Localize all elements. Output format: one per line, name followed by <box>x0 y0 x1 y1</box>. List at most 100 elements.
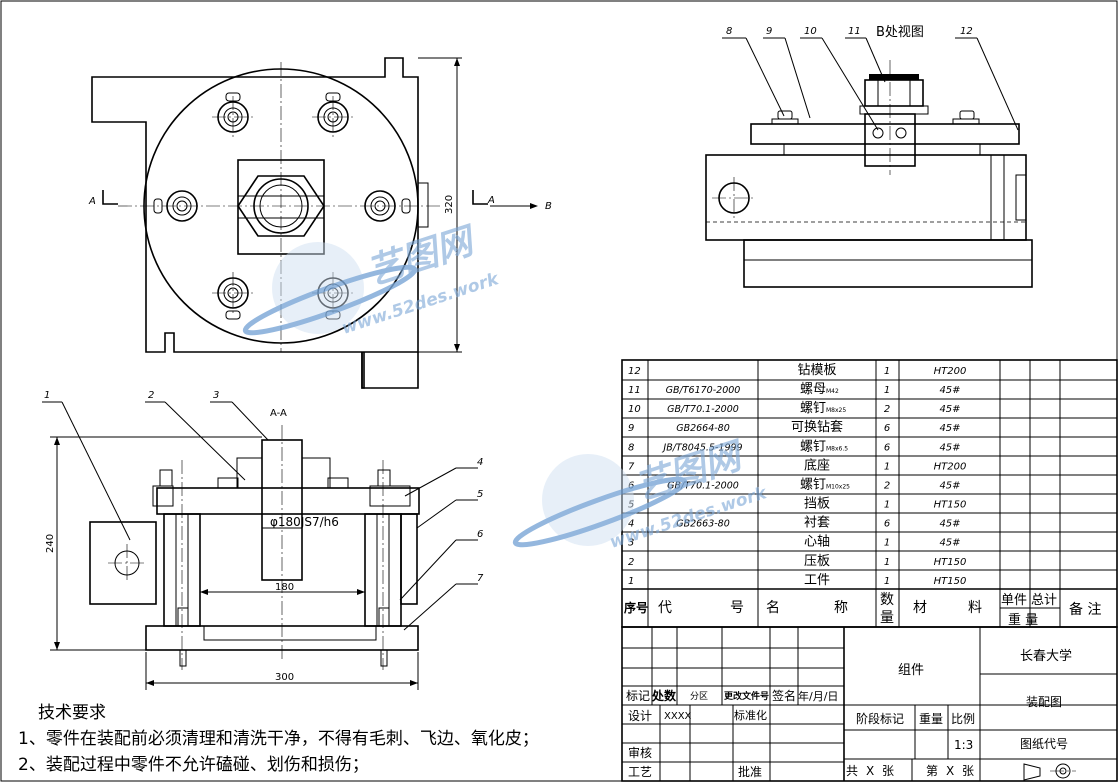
watermark-1: 艺图网 www.52des.work <box>242 220 503 339</box>
b-view-leaders <box>722 37 1019 131</box>
part-no: 3 <box>628 538 634 549</box>
section-leaders <box>42 401 478 631</box>
part-name: 衬套 <box>804 515 830 531</box>
tb-drawing-code: 图纸代号 <box>1020 737 1068 751</box>
hdr-code-a: 代 <box>658 600 672 616</box>
tb-fenqu: 分区 <box>690 691 708 702</box>
part-no: 10 <box>628 404 641 415</box>
part-qty: 1 <box>884 557 890 568</box>
hdr-unit-b: 总计 <box>1031 593 1057 608</box>
balloon-9: 9 <box>766 26 772 37</box>
part-qty: 2 <box>884 480 890 491</box>
part-qty: 1 <box>884 461 890 472</box>
top-view <box>91 57 538 389</box>
part-material: HT150 <box>934 500 967 511</box>
part-name: 心轴 <box>804 535 830 550</box>
notes-item-2: 2、装配过程中零件不允许磕碰、划伤和损伤； <box>18 755 369 775</box>
hdr-code-b: 号 <box>730 600 744 616</box>
view-mark-b: B <box>545 201 552 212</box>
b-view <box>705 60 1033 288</box>
tb-assembly: 组件 <box>898 663 924 678</box>
tb-zhang2: 张 <box>962 764 974 778</box>
tb-qianming: 签名 <box>772 688 796 703</box>
section-mark-left: A <box>88 196 96 207</box>
part-material: 45# <box>939 385 960 396</box>
part-no: 8 <box>628 442 634 453</box>
tb-gengai: 更改文件号 <box>724 690 769 702</box>
part-code: GB/T6170-2000 <box>666 385 741 396</box>
b-view-title: B处视图 <box>876 25 924 40</box>
bolt-hole-right <box>364 190 411 222</box>
tb-x1: X <box>866 764 874 778</box>
watermark-url-1: www.52des.work <box>339 269 502 339</box>
balloon-7: 7 <box>477 573 484 584</box>
section-mark-right: A <box>487 195 495 206</box>
bolt-hole-top-left <box>212 92 254 138</box>
tb-gongyi: 工艺 <box>628 765 652 779</box>
part-code: JB/T8045.5-1999 <box>661 442 742 453</box>
notes-title: 技术要求 <box>38 703 106 723</box>
part-qty: 1 <box>884 366 890 377</box>
tb-chushu: 处数 <box>651 688 677 703</box>
balloon-3: 3 <box>213 390 219 401</box>
part-name: 螺钉 <box>800 477 826 492</box>
tb-zhongliang: 重量 <box>919 712 943 726</box>
tb-bili: 比例 <box>951 712 975 726</box>
part-name: 螺钉 <box>800 401 826 416</box>
tb-shenhe: 审核 <box>628 745 652 760</box>
part-material: 45# <box>939 423 960 434</box>
part-name: 螺母 <box>800 382 826 397</box>
balloon-11: 11 <box>848 26 861 37</box>
part-no: 4 <box>628 519 634 530</box>
tb-x2: X <box>946 764 954 778</box>
balloon-12: 12 <box>960 26 973 37</box>
hdr-mat-b: 料 <box>968 600 982 616</box>
part-qty: 1 <box>884 385 890 396</box>
part-no: 11 <box>628 385 641 396</box>
part-name-sub: M10x25 <box>826 483 850 490</box>
hdr-no: 序号 <box>624 600 648 615</box>
dim-width-300: 300 <box>275 672 294 683</box>
bolt-hole-top-right <box>312 92 354 138</box>
balloon-6: 6 <box>477 529 483 540</box>
dim-inner-180: 180 <box>275 582 294 593</box>
part-name-sub: M8x6.5 <box>826 445 848 452</box>
dim-height-240: 240 <box>45 534 56 553</box>
part-material: HT150 <box>934 576 967 587</box>
part-code: GB/T70.1-2000 <box>667 404 739 415</box>
part-qty: 1 <box>884 500 890 511</box>
part-material: 45# <box>939 404 960 415</box>
part-material: 45# <box>939 519 960 530</box>
part-qty: 1 <box>884 576 890 587</box>
part-name-sub: M42 <box>826 388 839 395</box>
part-name: 底座 <box>804 457 830 473</box>
part-code: GB2663-80 <box>676 519 730 530</box>
part-qty: 1 <box>884 538 890 549</box>
tb-jieduan: 阶段标记 <box>856 711 904 726</box>
hdr-weight: 重 量 <box>1008 612 1038 628</box>
part-qty: 2 <box>884 404 890 415</box>
part-material: 45# <box>939 538 960 549</box>
part-name: 螺钉 <box>800 439 826 454</box>
part-name: 钻模板 <box>797 363 836 378</box>
part-no: 5 <box>628 500 634 511</box>
part-no: 1 <box>628 576 634 587</box>
tb-gong: 共 <box>846 764 858 778</box>
notes-item-1: 1、零件在装配前必须清理和清洗干净，不得有毛刺、飞边、氧化皮； <box>18 729 539 749</box>
dim-height-320: 320 <box>444 195 455 214</box>
balloon-4: 4 <box>477 457 483 468</box>
tb-biaoji: 标记 <box>626 689 650 703</box>
part-code: GB2664-80 <box>676 423 730 434</box>
bolt-hole-bottom-left <box>212 272 254 320</box>
part-no: 9 <box>628 423 634 434</box>
tb-university: 长春大学 <box>1020 648 1072 664</box>
fit-label: φ180JS7/h6 <box>270 515 339 529</box>
hdr-unit-a: 单件 <box>1001 593 1027 608</box>
part-material: HT150 <box>934 557 967 568</box>
title-block-grid <box>621 626 1118 782</box>
balloon-8: 8 <box>726 26 732 37</box>
hdr-note: 备 注 <box>1069 601 1101 618</box>
tb-sheji-val: XXXX <box>664 711 692 722</box>
part-no: 6 <box>628 480 634 491</box>
